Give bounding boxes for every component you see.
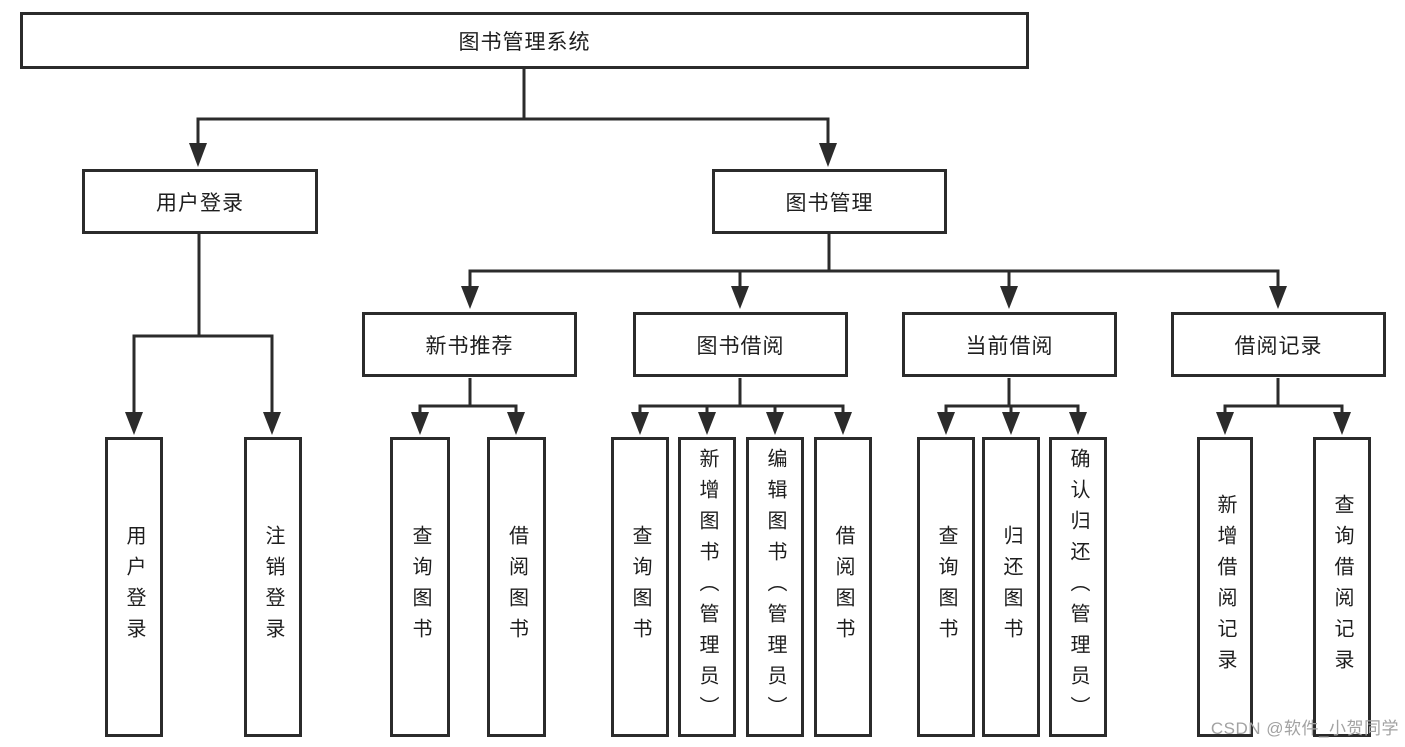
node-label: 用户登录 <box>156 191 244 215</box>
node-label: 查询图书 <box>409 525 431 649</box>
node-leaf-current-return-book: 归还图书 <box>982 437 1040 737</box>
node-leaf-borrow-borrow-book: 借阅图书 <box>814 437 872 737</box>
node-label: 用户登录 <box>123 525 145 649</box>
node-borrow-record: 借阅记录 <box>1171 312 1386 377</box>
watermark: CSDN @软件_小贺同学 <box>1210 719 1399 738</box>
node-leaf-record-add-record: 新增借阅记录 <box>1197 437 1253 737</box>
node-label: 图书管理系统 <box>458 30 591 54</box>
node-book-management: 图书管理 <box>712 169 947 234</box>
node-leaf-user-login: 用户登录 <box>105 437 163 737</box>
node-label: 注销登录 <box>262 525 284 649</box>
node-label: 查询借阅记录 <box>1331 494 1353 680</box>
node-leaf-recommend-query-book: 查询图书 <box>390 437 450 737</box>
node-label: 当前借阅 <box>965 334 1054 358</box>
node-label: 确认归还（管理员） <box>1067 447 1089 727</box>
node-label: 借阅记录 <box>1234 334 1323 358</box>
node-label: 查询图书 <box>629 525 651 649</box>
node-label: 图书借阅 <box>696 334 785 358</box>
node-label: 借阅图书 <box>832 525 854 649</box>
node-label: 归还图书 <box>1000 525 1022 649</box>
node-root: 图书管理系统 <box>20 12 1029 69</box>
node-leaf-borrow-edit-book: 编辑图书（管理员） <box>746 437 804 737</box>
node-current-borrow: 当前借阅 <box>902 312 1117 377</box>
node-leaf-current-query-book: 查询图书 <box>917 437 975 737</box>
node-label: 新书推荐 <box>425 334 514 358</box>
node-label: 新增图书（管理员） <box>696 447 718 727</box>
node-leaf-current-confirm-return: 确认归还（管理员） <box>1049 437 1107 737</box>
node-leaf-borrow-query-book: 查询图书 <box>611 437 669 737</box>
node-leaf-borrow-add-book: 新增图书（管理员） <box>678 437 736 737</box>
node-label: 查询图书 <box>935 525 957 649</box>
node-leaf-record-query-record: 查询借阅记录 <box>1313 437 1371 737</box>
node-user-login: 用户登录 <box>82 169 318 234</box>
node-book-borrow: 图书借阅 <box>633 312 848 377</box>
node-leaf-logout: 注销登录 <box>244 437 302 737</box>
connector-arrowheads <box>125 143 1351 435</box>
node-leaf-recommend-borrow-book: 借阅图书 <box>487 437 546 737</box>
node-label: 借阅图书 <box>505 525 528 649</box>
node-label: 新增借阅记录 <box>1214 494 1236 680</box>
node-label: 图书管理 <box>785 191 874 215</box>
node-new-book-recommend: 新书推荐 <box>362 312 577 377</box>
node-label: 编辑图书（管理员） <box>764 447 786 727</box>
